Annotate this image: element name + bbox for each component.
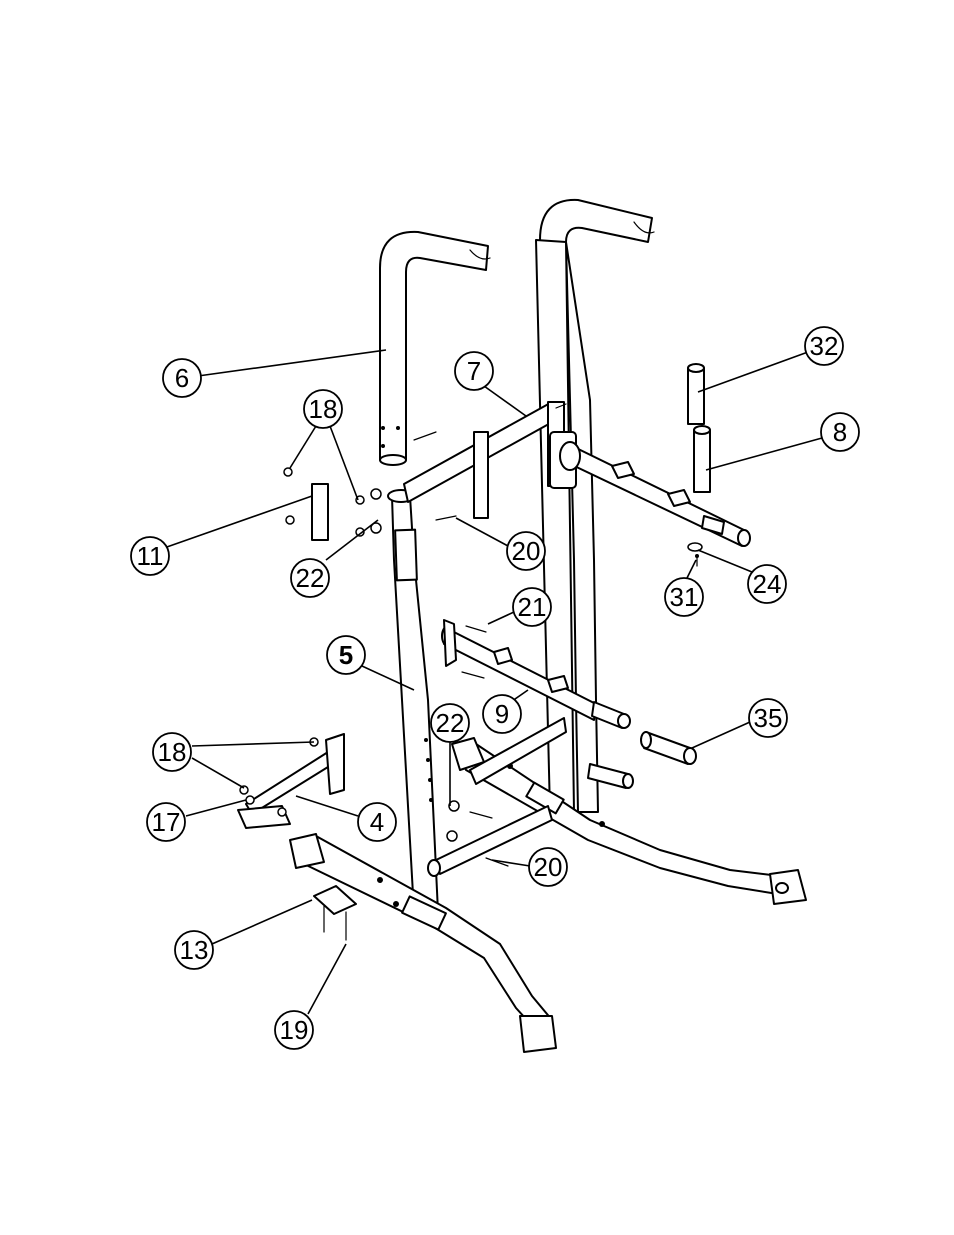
peg-8 xyxy=(694,426,710,492)
callout-4-label: 4 xyxy=(370,807,384,837)
callout-6: 6 xyxy=(163,359,201,397)
callout-8: 8 xyxy=(821,413,859,451)
callout-21-label: 21 xyxy=(518,592,547,622)
callout-31-label: 31 xyxy=(670,582,699,612)
callout-35: 35 xyxy=(749,699,787,737)
callout-18-top: 18 xyxy=(304,390,342,428)
callout-22-top-label: 22 xyxy=(296,563,325,593)
upright-top-left xyxy=(380,232,490,465)
upright-right xyxy=(536,200,654,812)
callout-4: 4 xyxy=(358,803,396,841)
bracket-4 xyxy=(238,734,344,828)
callout-19: 19 xyxy=(275,1011,313,1049)
callout-7: 7 xyxy=(455,352,493,390)
middle-crossbar xyxy=(442,620,630,728)
callout-11: 11 xyxy=(131,537,169,575)
callout-20-bottom-label: 20 xyxy=(534,852,563,882)
callout-19-label: 19 xyxy=(280,1015,309,1045)
callout-18-mid: 18 xyxy=(153,733,191,771)
plate-13 xyxy=(314,886,356,940)
callout-13-label: 13 xyxy=(180,935,209,965)
callout-21: 21 xyxy=(513,588,551,626)
callout-17-label: 17 xyxy=(152,807,181,837)
callout-35-label: 35 xyxy=(754,703,783,733)
callout-24-label: 24 xyxy=(753,569,782,599)
callout-22-mid-label: 22 xyxy=(436,708,465,738)
callout-13: 13 xyxy=(175,931,213,969)
callout-8-label: 8 xyxy=(833,417,847,447)
callout-31: 31 xyxy=(665,578,703,616)
callout-20-bottom: 20 xyxy=(529,848,567,886)
callout-6-label: 6 xyxy=(175,363,189,393)
callout-24: 24 xyxy=(748,565,786,603)
callout-20-top-label: 20 xyxy=(512,536,541,566)
callout-17: 17 xyxy=(147,803,185,841)
callout-7-label: 7 xyxy=(467,356,481,386)
callout-32-label: 32 xyxy=(810,331,839,361)
callout-9: 9 xyxy=(483,695,521,733)
callout-22-top: 22 xyxy=(291,559,329,597)
callout-18-top-label: 18 xyxy=(309,394,338,424)
peg-32 xyxy=(688,364,704,424)
callout-18-mid-label: 18 xyxy=(158,737,187,767)
upright-left-lower xyxy=(388,490,438,912)
callout-22-mid: 22 xyxy=(431,704,469,742)
callout-20-top: 20 xyxy=(507,532,545,570)
callout-11-label: 11 xyxy=(137,541,164,571)
callout-9-label: 9 xyxy=(495,699,509,729)
callout-32: 32 xyxy=(805,327,843,365)
callout-5-label: 5 xyxy=(339,640,353,670)
sleeve-35 xyxy=(641,732,696,764)
callout-5: 5 xyxy=(327,636,365,674)
